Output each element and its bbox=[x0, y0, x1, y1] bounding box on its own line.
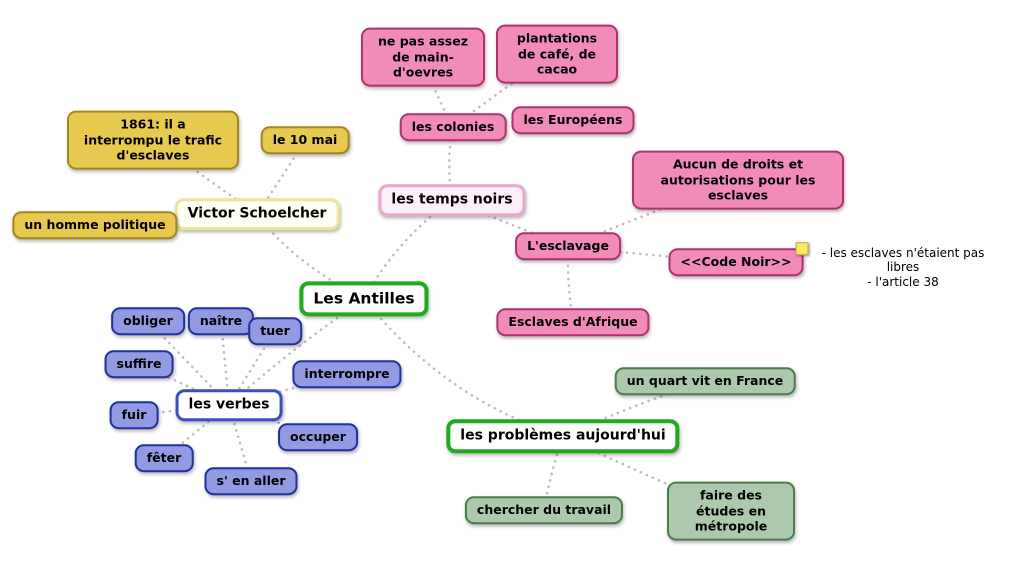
node-feter[interactable]: fêter bbox=[134, 444, 194, 472]
node-homme-politique[interactable]: un homme politique bbox=[12, 211, 178, 239]
node-problemes-aujourdhui[interactable]: les problèmes aujourd'hui bbox=[446, 419, 680, 453]
code-noir-label: <<Code Noir>> bbox=[680, 254, 792, 270]
node-les-europeens[interactable]: les Européens bbox=[511, 106, 635, 134]
node-quart-france[interactable]: un quart vit en France bbox=[614, 367, 796, 395]
node-aucun-droits[interactable]: Aucun de droits et autorisations pour le… bbox=[632, 150, 844, 210]
node-suffire[interactable]: suffire bbox=[104, 350, 174, 378]
node-chercher-travail[interactable]: chercher du travail bbox=[464, 496, 624, 524]
node-etudes-metropole[interactable]: faire des études en métropole bbox=[667, 481, 795, 541]
annotation-line1: - les esclaves n'étaient pas libres bbox=[821, 246, 985, 275]
node-obliger[interactable]: obliger bbox=[111, 307, 185, 335]
annotation-line2: - l'article 38 bbox=[867, 274, 939, 289]
node-code-noir[interactable]: <<Code Noir>> bbox=[668, 242, 809, 276]
node-plantations[interactable]: plantations de café, de cacao bbox=[496, 24, 618, 84]
node-les-colonies[interactable]: les colonies bbox=[399, 113, 507, 141]
node-occuper[interactable]: occuper bbox=[278, 423, 358, 451]
node-naitre[interactable]: naître bbox=[187, 307, 255, 335]
node-s-en-aller[interactable]: s' en aller bbox=[204, 467, 298, 495]
code-noir-annotation: - les esclaves n'étaient pas libres - l'… bbox=[807, 246, 999, 289]
node-interrompre[interactable]: interrompre bbox=[292, 360, 402, 388]
node-1861[interactable]: 1861: il a interrompu le trafic d'esclav… bbox=[67, 110, 239, 170]
node-fuir[interactable]: fuir bbox=[109, 401, 159, 429]
node-tuer[interactable]: tuer bbox=[248, 317, 302, 345]
node-esclaves-afrique[interactable]: Esclaves d'Afrique bbox=[496, 308, 650, 336]
node-esclavage[interactable]: L'esclavage bbox=[515, 232, 621, 260]
node-le-10-mai[interactable]: le 10 mai bbox=[260, 126, 350, 154]
node-les-verbes[interactable]: les verbes bbox=[175, 389, 283, 421]
node-les-temps-noirs[interactable]: les temps noirs bbox=[378, 184, 526, 216]
node-les-antilles[interactable]: Les Antilles bbox=[299, 281, 429, 317]
node-victor-schoelcher[interactable]: Victor Schoelcher bbox=[174, 198, 340, 230]
node-main-doevres[interactable]: ne pas assez de main-d'oevres bbox=[361, 27, 485, 87]
sticky-note-icon[interactable] bbox=[795, 242, 809, 256]
